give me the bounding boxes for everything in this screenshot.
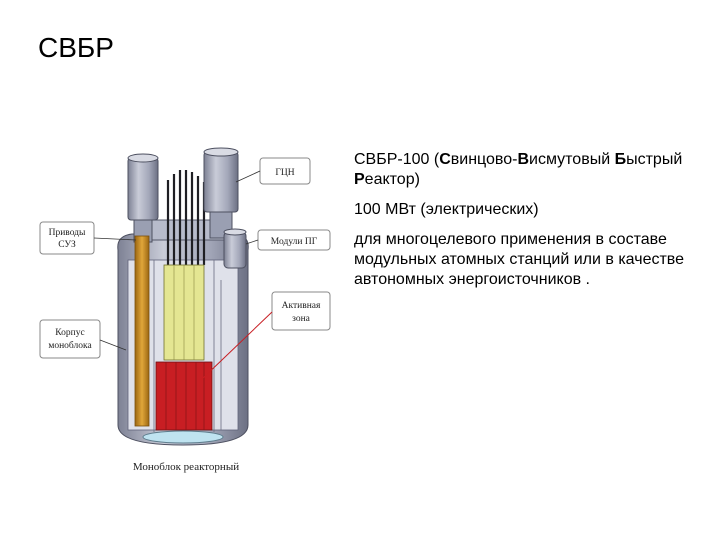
left-pump-column	[127, 153, 159, 243]
label-sg-modules: Модули ПГ	[271, 237, 318, 247]
steam-generator-modules	[223, 228, 247, 269]
label-drives-line2: СУЗ	[58, 240, 76, 250]
abbr-letter-v: В	[517, 151, 530, 168]
abbr-word-r: еактор)	[364, 171, 420, 188]
callout-drives: Приводы СУЗ	[39, 221, 137, 255]
figure-caption: Моноблок реакторный	[133, 461, 239, 473]
description-text: СВБР-100 (Свинцово-Висмутовый Быстрый Ре…	[354, 150, 694, 300]
reactor-monoblock-figure: ГЦН Приводы СУЗ Модули ПГ Активная зона …	[39, 147, 331, 473]
label-vessel-line2: моноблока	[48, 340, 92, 351]
purpose-paragraph: для многоцелевого применения в составе м…	[354, 231, 685, 288]
orange-drive-rod	[134, 235, 150, 427]
abbr-word-b: ыстрый	[626, 151, 683, 168]
abbr-letter-s: С	[439, 151, 451, 168]
power-paragraph: 100 МВт (электрических)	[354, 201, 539, 218]
reactor-name-paragraph: СВБР-100 (Свинцово-Висмутовый Быстрый Ре…	[354, 150, 694, 190]
control-rod-drives	[166, 170, 206, 265]
label-drives-line1: Приводы	[49, 228, 86, 238]
label-core-line2: зона	[292, 314, 311, 324]
active-core	[155, 361, 213, 431]
label-gcn: ГЦН	[275, 168, 294, 178]
callout-gcn: ГЦН	[235, 157, 311, 185]
abbr-word-v: исмутовый	[529, 151, 611, 168]
slide-title: СВБР	[38, 32, 114, 63]
name-prefix: СВБР-100 (	[354, 151, 440, 168]
upper-core-region	[163, 264, 205, 361]
callout-vessel: Корпус моноблока	[39, 319, 127, 359]
label-core-line1: Активная	[282, 301, 321, 311]
abbr-letter-b: Б	[614, 151, 627, 168]
abbr-letter-r: Р	[354, 171, 365, 188]
abbr-word-s: винцово-	[450, 151, 518, 168]
callout-sg-modules: Модули ПГ	[245, 229, 331, 251]
internal-shell	[153, 260, 222, 432]
callout-core: Активная зона	[200, 291, 331, 381]
label-vessel-line1: Корпус	[55, 328, 84, 338]
